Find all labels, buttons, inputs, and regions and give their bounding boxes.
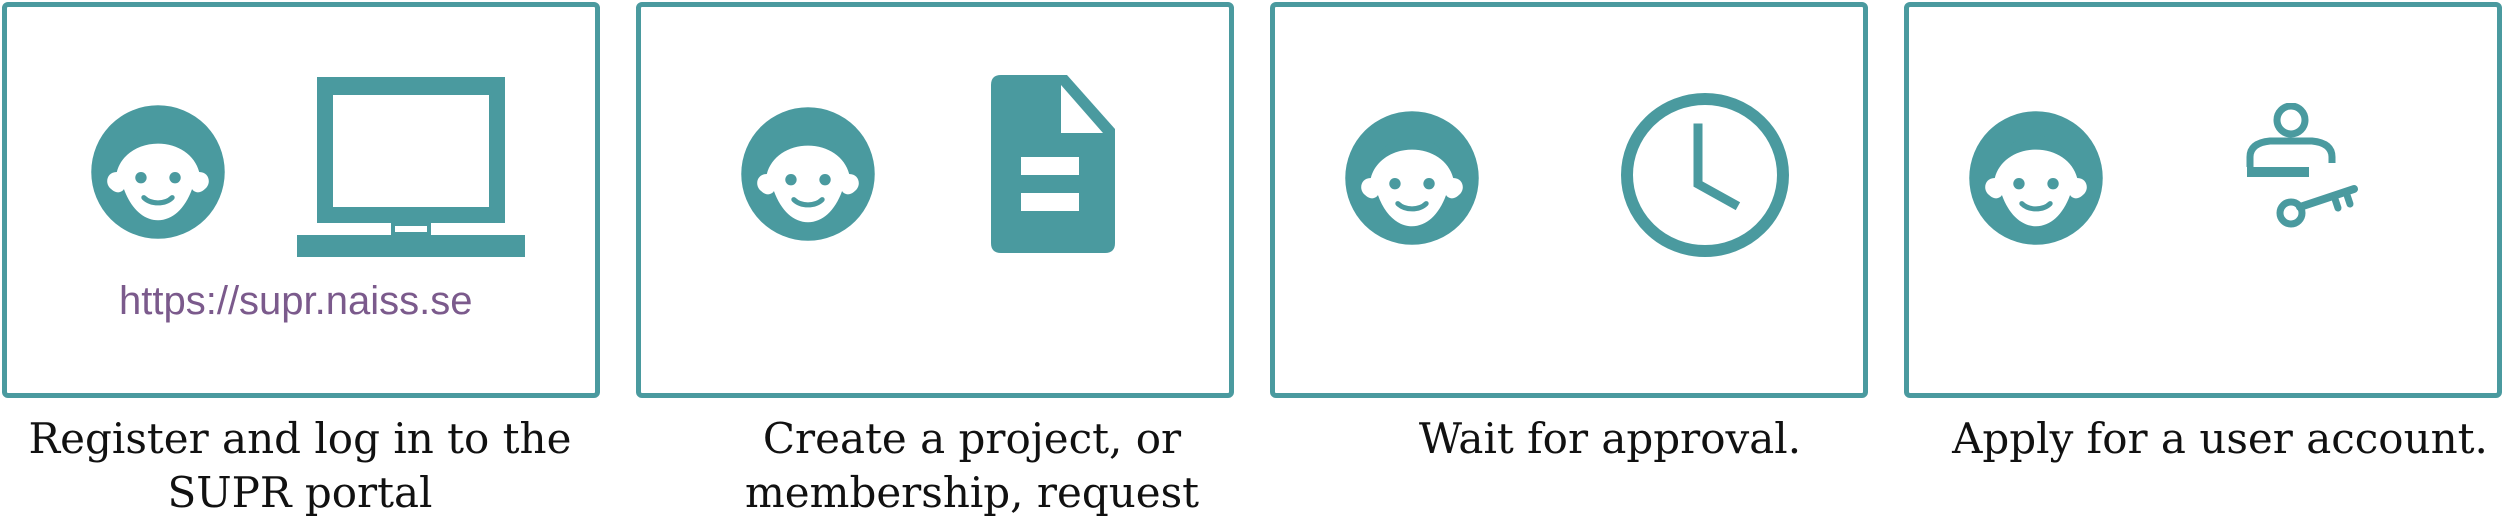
clock-icon <box>1621 93 1789 257</box>
caption-line: Apply for a user account. <box>1952 414 2488 463</box>
document-icon <box>991 75 1115 253</box>
face-icon <box>1345 111 1479 245</box>
step-4-panel <box>1904 2 2502 398</box>
supr-url-link[interactable]: https://supr.naiss.se <box>119 279 473 323</box>
step-3-caption: Wait for approval. <box>1290 412 1930 466</box>
caption-line: membership, request <box>744 468 1200 517</box>
face-icon <box>1969 111 2103 245</box>
step-2-panel <box>636 2 1234 398</box>
step-3-panel <box>1270 2 1868 398</box>
step-1-caption: Register and log in to the SUPR portal <box>0 412 610 520</box>
face-icon <box>741 107 875 241</box>
caption-line: Wait for approval. <box>1418 414 1802 463</box>
caption-line: Create a project, or <box>762 414 1182 463</box>
caption-line: SUPR portal <box>167 468 433 517</box>
step-1-panel: https://supr.naiss.se <box>2 2 600 398</box>
face-icon <box>91 105 225 239</box>
user-key-icon <box>2246 103 2358 228</box>
step-2-caption: Create a project, or membership, request <box>662 412 1282 520</box>
caption-line: Register and log in to the <box>28 414 572 463</box>
step-4-caption: Apply for a user account. <box>1930 412 2510 466</box>
laptop-icon <box>297 77 525 257</box>
